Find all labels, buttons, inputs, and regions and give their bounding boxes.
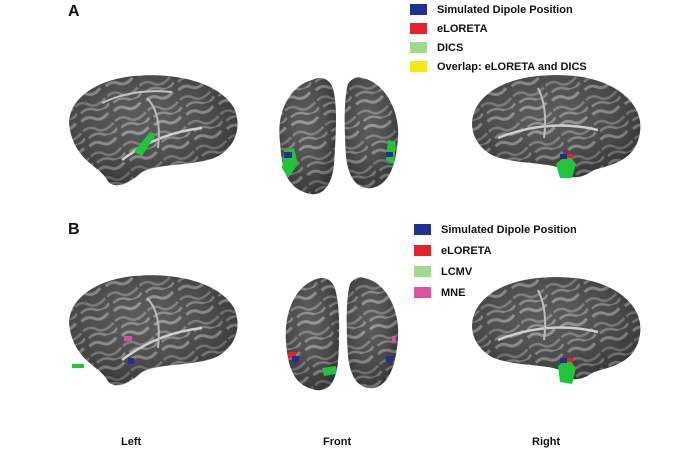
dipole-left-b — [128, 358, 134, 364]
legend-label-eloreta: eLORETA — [437, 22, 488, 35]
legend-swatch-mne — [414, 287, 431, 298]
legend-label-eloreta-b: eLORETA — [441, 244, 492, 257]
legend-label-lcmv: LCMV — [441, 265, 473, 278]
legend-item-lcmv: LCMV — [414, 261, 577, 282]
source-mne-front-b — [392, 336, 396, 342]
source-eloreta-right-b — [567, 358, 573, 362]
panel-b-front-view — [285, 277, 399, 391]
legend-swatch-lcmv — [414, 266, 431, 277]
panel-a-legend: Simulated Dipole Position eLORETA DICS O… — [410, 0, 587, 76]
dipole-right-b — [560, 358, 567, 363]
legend-item-dics: DICS — [410, 38, 587, 57]
dipole-front-left-a — [284, 152, 292, 158]
panel-a-front-view — [279, 77, 399, 195]
legend-item-mne: MNE — [414, 282, 577, 303]
source-dics-right-a — [556, 154, 576, 178]
legend-label-overlap: Overlap: eLORETA and DICS — [437, 60, 587, 73]
source-lcmv-front-b — [322, 366, 336, 376]
panel-a-right-hemisphere — [472, 75, 641, 178]
dipole-front-right-a — [386, 152, 393, 157]
panel-a-left-hemisphere — [69, 75, 238, 186]
view-label-right: Right — [532, 436, 561, 448]
legend-label-dics: DICS — [437, 41, 464, 54]
panel-b-legend: Simulated Dipole Position eLORETA LCMV M… — [414, 219, 577, 303]
legend-item-eloreta-b: eLORETA — [414, 240, 577, 261]
legend-swatch-dipole — [410, 4, 427, 15]
panel-b-left-hemisphere — [69, 275, 238, 386]
dipole-front-left-b — [292, 356, 299, 362]
legend-swatch-dics — [410, 42, 427, 53]
legend-label-mne: MNE — [441, 286, 466, 299]
source-eloreta-front-b — [288, 352, 296, 358]
view-label-left: Left — [121, 436, 142, 448]
legend-swatch-overlap — [410, 61, 427, 72]
panel-a-label: A — [68, 3, 80, 20]
legend-label-dipole-b: Simulated Dipole Position — [441, 223, 577, 236]
dipole-front-right-b — [386, 356, 393, 362]
legend-item-dipole-b: Simulated Dipole Position — [414, 219, 577, 240]
source-mne-left-b — [124, 336, 132, 341]
legend-item-eloreta: eLORETA — [410, 19, 587, 38]
view-label-front: Front — [323, 436, 352, 448]
legend-swatch-eloreta — [410, 23, 427, 34]
legend-swatch-eloreta-b — [414, 245, 431, 256]
legend-item-overlap: Overlap: eLORETA and DICS — [410, 57, 587, 76]
source-lcmv-left-b — [72, 364, 84, 368]
source-dics-left-a — [134, 132, 156, 156]
legend-item-dipole: Simulated Dipole Position — [410, 0, 587, 19]
dipole-right-a — [560, 154, 567, 159]
panel-b-right-hemisphere — [472, 277, 641, 384]
source-eloreta-right-a — [567, 154, 573, 158]
legend-label-dipole: Simulated Dipole Position — [437, 3, 573, 16]
source-lcmv-right-b — [558, 358, 576, 384]
panel-b-label: B — [68, 221, 80, 238]
legend-swatch-dipole-b — [414, 224, 431, 235]
